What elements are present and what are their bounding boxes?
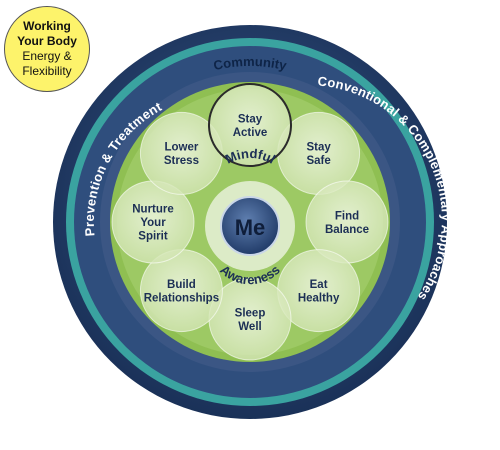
center-label: Me [235,215,266,240]
petal-label-line: Lower [164,142,198,154]
callout-subtitle-line-2: Flexibility [22,64,72,78]
petal-label-line: Nurture [132,204,174,216]
petal-label-line: Safe [306,155,330,167]
callout-subtitle-line-1: Energy & [22,49,72,63]
petal-label-line: Stay [238,113,263,125]
center-circle [220,196,280,256]
community-label: Community [212,54,289,73]
petal-label-line: Active [233,127,268,139]
petal-label-line: Well [238,321,261,333]
petal-circle-0 [208,83,292,167]
petal-label-line: Relationships [144,292,219,304]
petal-label-line: Stay [306,142,331,154]
petal-label-line: Stress [164,155,199,167]
petal-label-line: Your [140,217,166,229]
petal-label-line: Healthy [298,292,340,304]
callout-title-line-2: Your Body [17,34,77,48]
petal-label-line: Sleep [235,307,266,319]
petal-label-line: Balance [325,224,369,236]
community-arc-text: Community [212,54,289,73]
callout-title-line-1: Working [23,19,71,33]
petal-label-line: Build [167,279,196,291]
petal-label-line: Spirit [138,231,168,243]
petal-label-line: Eat [310,279,328,291]
working-your-body-callout: Working Your Body Energy & Flexibility [4,6,90,92]
petal-label-line: Find [335,210,359,222]
